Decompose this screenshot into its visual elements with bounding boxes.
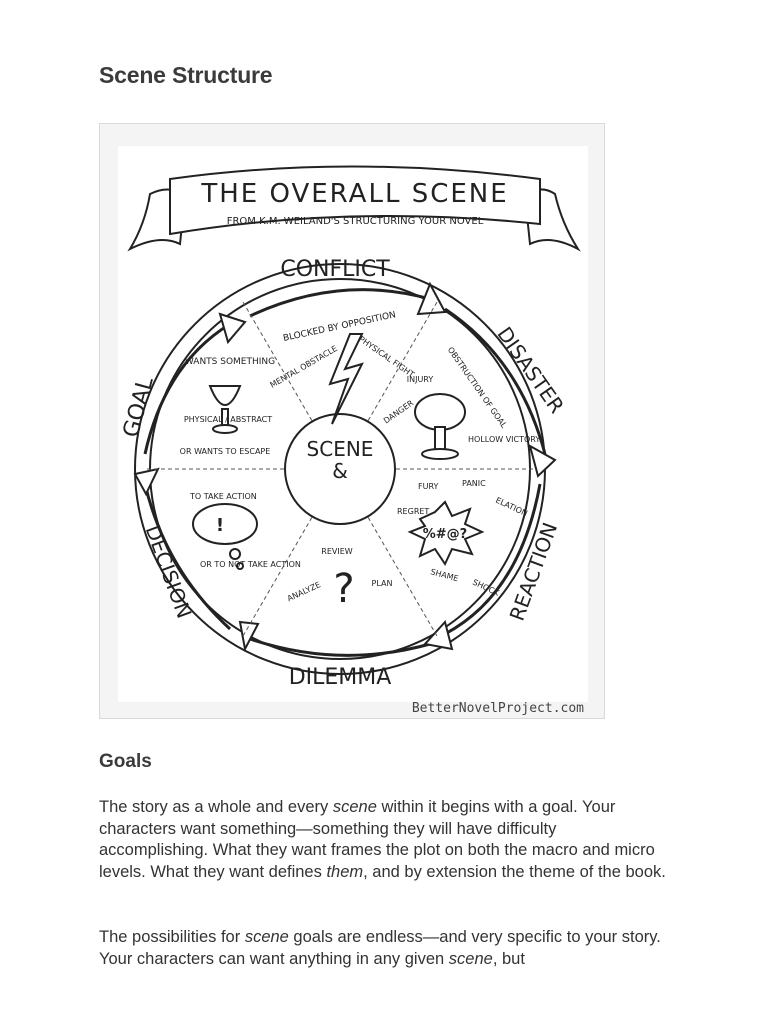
note-physical-abstract: PHYSICAL / ABSTRACT xyxy=(184,415,272,424)
burst-icon xyxy=(407,500,485,567)
paragraph-goals-2: The possibilities for scene goals are en… xyxy=(99,927,669,970)
scene-diagram: THE OVERALL SCENE FROM K.M. WEILAND'S ST… xyxy=(118,146,588,702)
note-fury: FURY xyxy=(418,482,439,491)
p2-part-c: goals are endless—and very specific to y… xyxy=(99,928,661,968)
question-mark-icon: ? xyxy=(333,566,354,612)
mushroom-cloud-icon xyxy=(414,393,466,460)
p1-emphasis-scene: scene xyxy=(332,798,377,816)
p1-emphasis-them: them xyxy=(326,862,364,881)
title-banner xyxy=(127,165,581,252)
p2-part-a: The possibilities for xyxy=(99,928,245,946)
note-wants-escape: OR WANTS TO ESCAPE xyxy=(180,447,271,456)
thought-bubble-icon xyxy=(192,503,258,570)
exclamation-icon: ! xyxy=(216,515,224,536)
figure-credit: BetterNovelProject.com xyxy=(411,701,584,716)
note-or-not: OR TO NOT TAKE ACTION xyxy=(200,560,301,569)
banner-subtitle: FROM K.M. WEILAND'S STRUCTURING YOUR NOV… xyxy=(227,216,484,227)
p1-part-c: within it begins with a goal. Your chara… xyxy=(99,798,655,881)
p2-emphasis-scene-2: scene xyxy=(448,949,493,968)
p1-part-e: , and by extension the theme of the book… xyxy=(363,862,666,881)
note-wants-something: WANTS SOMETHING xyxy=(185,357,275,367)
chalice-icon xyxy=(208,385,242,434)
p2-part-e: , but xyxy=(492,949,525,968)
segment-dividers xyxy=(146,301,534,637)
ring xyxy=(134,263,547,675)
label-dilemma: DILEMMA xyxy=(289,665,392,690)
paragraph-goals-1: The story as a whole and every scene wit… xyxy=(99,797,669,883)
page-title: Scene Structure xyxy=(99,62,273,88)
scene-structure-figure: THE OVERALL SCENE FROM K.M. WEILAND'S ST… xyxy=(99,123,605,719)
section-heading-goals: Goals xyxy=(99,751,152,772)
note-symbols: %#@? xyxy=(423,527,467,542)
ring-arrowheads xyxy=(133,281,557,653)
center-amp: & xyxy=(332,459,348,483)
note-regret: REGRET xyxy=(397,507,429,516)
note-injury: INJURY xyxy=(407,375,434,384)
center-circle xyxy=(284,413,396,525)
note-hollow: HOLLOW VICTORY xyxy=(468,435,540,444)
note-review: REVIEW xyxy=(321,547,353,556)
banner-title: THE OVERALL SCENE xyxy=(200,179,508,209)
label-conflict: CONFLICT xyxy=(280,257,390,282)
p2-emphasis-scene: scene xyxy=(244,928,289,946)
note-to-take-action: TO TAKE ACTION xyxy=(189,492,257,501)
center-scene: SCENE xyxy=(307,437,374,461)
note-plan: PLAN xyxy=(372,579,393,588)
lightning-icon xyxy=(328,333,364,425)
note-panic: PANIC xyxy=(462,479,486,488)
p1-part-a: The story as a whole and every xyxy=(99,798,333,816)
